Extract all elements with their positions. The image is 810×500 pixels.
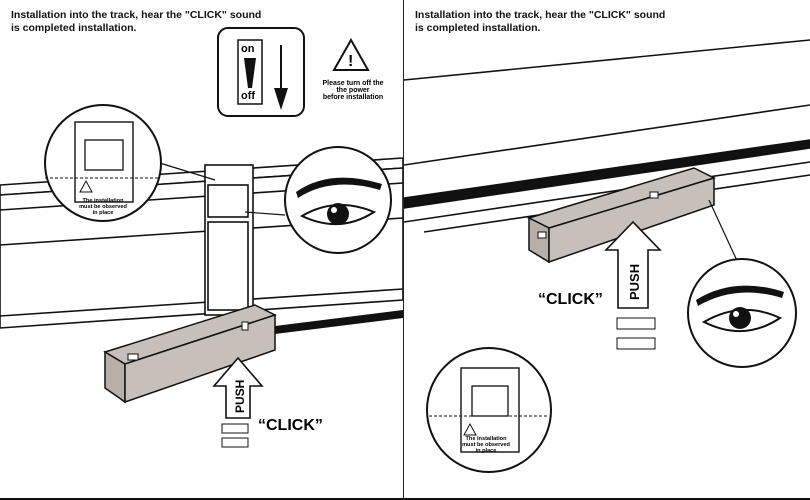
warning-line-3: before installation — [323, 94, 383, 101]
left-instruction: Installation into the track, hear the "C… — [11, 9, 262, 34]
right-panel: Installation into the track, hear the "C… — [404, 0, 810, 500]
right-inset-line-2: must be observed — [462, 442, 510, 448]
left-inset-line-1: The installation — [82, 198, 124, 204]
left-inset-line-3: in place — [93, 210, 114, 216]
left-click-label: “CLICK” — [258, 417, 323, 434]
right-click-label: “CLICK” — [538, 291, 603, 308]
right-instruction: Installation into the track, hear the "C… — [415, 9, 666, 34]
connector-module — [526, 167, 717, 264]
profile-inset: The installation must be observed in pla… — [426, 347, 552, 473]
switch-off-label: off — [241, 90, 255, 102]
track-rail — [404, 39, 810, 233]
power-switch-box: on off — [217, 27, 305, 117]
arrow-down-icon — [274, 88, 288, 110]
eye-icon — [244, 146, 392, 254]
right-illustration: PUSH “CLICK” The installation must be ob… — [404, 39, 810, 473]
profile-inset: The installation must be observed in pla… — [44, 104, 216, 222]
eye-icon — [687, 199, 797, 368]
left-illustration: on off ! Please turn off the the power b… — [0, 27, 403, 448]
switch-on-label: on — [241, 43, 255, 55]
connector-module — [103, 304, 403, 404]
left-push-label: PUSH — [233, 380, 247, 413]
right-inset-line-3: in place — [476, 448, 497, 454]
right-inset-line-1: The installation — [465, 436, 507, 442]
left-inset-line-2: must be observed — [79, 204, 127, 210]
warning-line-2: the power — [336, 87, 369, 94]
warning-line-1: Please turn off the — [322, 80, 383, 87]
bottom-rule — [0, 498, 810, 500]
svg-text:!: ! — [348, 53, 353, 70]
warning-icon: ! — [332, 37, 370, 71]
push-arrow-icon — [212, 356, 264, 448]
push-arrow-icon — [604, 220, 662, 350]
left-panel: Installation into the track, hear the "C… — [0, 0, 404, 500]
right-push-label: PUSH — [627, 264, 642, 300]
